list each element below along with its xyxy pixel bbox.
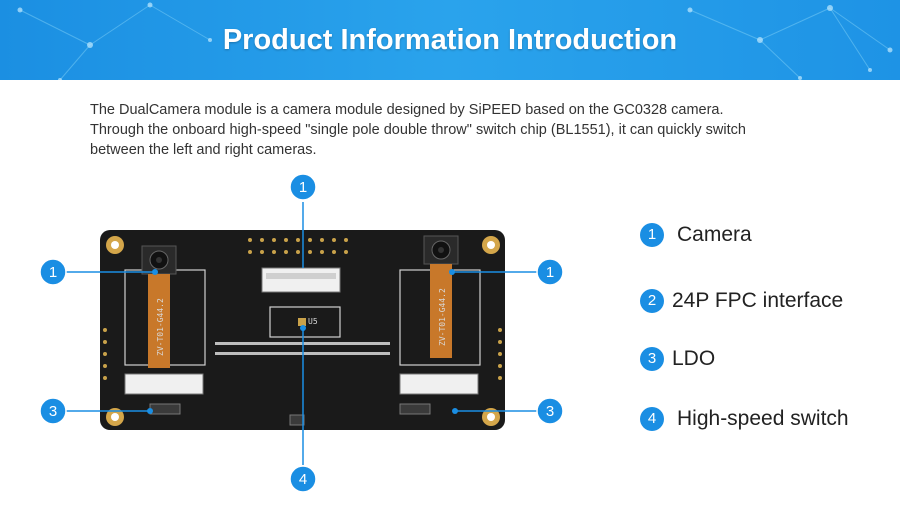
- callout-badge: 3: [536, 397, 564, 425]
- dual-camera-board-diagram: ZV-T01-G44.2 ZV-T01-G44.2 U5: [39, 173, 564, 493]
- svg-text:3: 3: [546, 403, 554, 420]
- intro-line: between the left and right cameras.: [90, 142, 317, 158]
- network-pattern-decoration: [17, 2, 893, 80]
- svg-text:4: 4: [299, 471, 307, 488]
- legend-label: 24P FPC interface: [672, 289, 844, 312]
- intro-line: The DualCamera module is a camera module…: [90, 102, 724, 118]
- callout-badge: 3: [39, 397, 67, 425]
- legend-label: High-speed switch: [677, 407, 849, 430]
- header-pads: [103, 238, 502, 380]
- callout-badge: 1: [289, 173, 317, 201]
- legend-label: LDO: [672, 347, 716, 370]
- legend-number: 4: [640, 407, 664, 431]
- legend-number: 3: [640, 347, 664, 371]
- right-camera: ZV-T01-G44.2: [423, 235, 459, 358]
- fpc-connector-right: [399, 373, 479, 395]
- header-banner: Product Information Introduction: [0, 0, 900, 80]
- callout-badge: 1: [39, 258, 67, 286]
- left-camera: ZV-T01-G44.2: [141, 245, 177, 368]
- intro-line: Through the onboard high-speed "single p…: [90, 122, 746, 138]
- page-title: Product Information Introduction: [222, 24, 678, 56]
- legend-label: Camera: [677, 223, 752, 246]
- intro-paragraph: The DualCamera module is a camera module…: [90, 100, 850, 160]
- fpc-connector-left: [124, 373, 204, 395]
- flex-label-left: ZV-T01-G44.2: [156, 298, 165, 356]
- callout-dots: [147, 269, 458, 414]
- ldo-chip: [298, 318, 306, 326]
- svg-text:1: 1: [299, 179, 307, 196]
- svg-text:1: 1: [49, 264, 57, 281]
- svg-text:3: 3: [49, 403, 57, 420]
- callout-badge: 4: [289, 465, 317, 493]
- svg-text:1: 1: [546, 264, 554, 281]
- legend-number: 1: [640, 223, 664, 247]
- ldo-ref-label: U5: [308, 317, 318, 326]
- callout-badge: 1: [536, 258, 564, 286]
- legend-number: 2: [640, 289, 664, 313]
- callout-lines: [65, 202, 537, 465]
- fpc-connector-center: [261, 267, 341, 293]
- board-illustration: ZV-T01-G44.2 ZV-T01-G44.2 U5: [0, 160, 600, 500]
- flex-label-right: ZV-T01-G44.2: [438, 288, 447, 346]
- mounting-holes: [106, 236, 500, 426]
